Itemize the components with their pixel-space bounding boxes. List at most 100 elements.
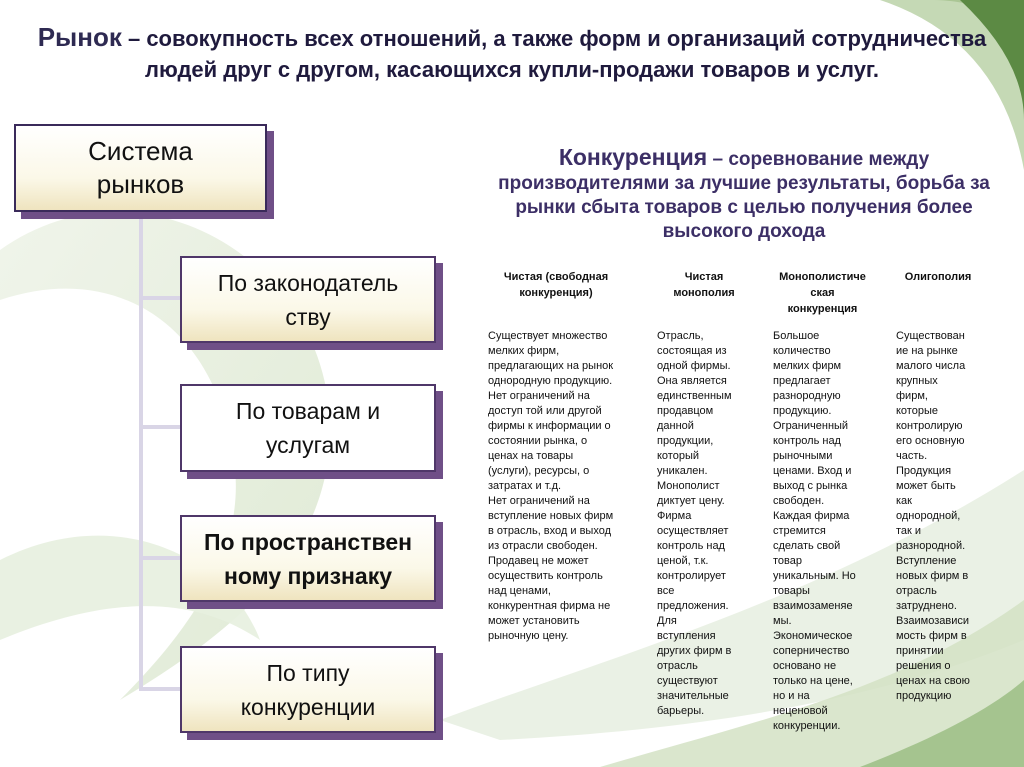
text-line: предлагающих на рынок	[488, 360, 614, 372]
text-line: Монополист	[657, 480, 720, 492]
by-competition-box: По типу конкуренции	[180, 646, 436, 733]
text-line: стремится	[773, 525, 826, 537]
text-line: диктует цену.	[657, 495, 725, 507]
market-definition: – совокупность всех отношений, а также ф…	[121, 26, 987, 82]
text-line: разнородной.	[896, 540, 966, 552]
text-line: конкурентная фирма не	[488, 600, 611, 612]
text-line: часть.	[896, 450, 928, 462]
text-line: ценах на свою	[896, 675, 970, 687]
header-line: монополия	[673, 287, 735, 299]
text-line: Нет ограничений на	[488, 390, 590, 402]
text-line: данной	[657, 420, 694, 432]
text-line: контролирует	[657, 570, 726, 582]
text-line: фирмы к информации о	[488, 420, 611, 432]
text-line: отрасль	[657, 660, 698, 672]
text-line: которые	[896, 405, 938, 417]
text-line: над ценами,	[488, 585, 551, 597]
text-line: конкуренции.	[773, 720, 841, 732]
text-line: Продукция	[896, 465, 952, 477]
text-line: сделать свой	[773, 540, 841, 552]
text-line: вступления	[657, 630, 716, 642]
text-line: количество	[773, 345, 831, 357]
market-system-line-2: рынков	[96, 169, 185, 199]
text-line: так и	[896, 525, 922, 537]
text-line: Продавец не может	[488, 555, 589, 567]
competition-definition: Конкуренция – соревнование между произво…	[484, 145, 1004, 244]
text-line: предложения.	[657, 600, 729, 612]
pure-monopoly-description: Отрасль, состоящая из одной фирмы. Она я…	[657, 329, 767, 719]
tree-trunk-line	[139, 212, 143, 690]
text-line: Экономическое	[773, 630, 853, 642]
text-line: мелких фирм,	[488, 345, 560, 357]
text-line: решения о	[896, 660, 951, 672]
header-line: Олигополия	[904, 271, 972, 283]
text-line: продукцию	[896, 690, 952, 702]
text-line: Для	[657, 615, 677, 627]
by-spatial-line-2: ному признаку	[223, 562, 393, 589]
text-line: контроль над	[657, 540, 725, 552]
header-perfect-competition: Чистая (свободная конкуренция)	[478, 269, 634, 301]
by-competition-line-2: конкуренции	[240, 693, 376, 720]
text-line: контролирую	[896, 420, 963, 432]
market-system-box: Система рынков	[14, 124, 267, 212]
text-line: может установить	[488, 615, 580, 627]
text-line: товар	[773, 555, 802, 567]
text-line: ценой, т.к.	[657, 555, 709, 567]
text-line: состоянии рынка, о	[488, 435, 588, 447]
text-line: принятии	[896, 645, 944, 657]
text-line: взаимозаменяе	[773, 600, 853, 612]
text-line: может быть	[896, 480, 956, 492]
text-line: разнородную	[773, 390, 841, 402]
text-line: вступление новых фирм	[488, 510, 614, 522]
monopolistic-competition-description: Большое количество мелких фирм предлагае…	[773, 329, 888, 734]
text-line: который	[657, 450, 700, 462]
header-line: ская	[810, 287, 835, 299]
text-line: предлагает	[773, 375, 831, 387]
text-line: Вступление	[896, 555, 957, 567]
text-line: единственным	[657, 390, 732, 402]
text-line: ценами. Вход и	[773, 465, 852, 477]
text-line: соперничество	[773, 645, 850, 657]
text-line: состоящая из	[657, 345, 727, 357]
text-line: барьеры.	[657, 705, 705, 717]
market-system-line-1: Система	[88, 136, 193, 166]
text-line: мы.	[773, 615, 792, 627]
text-line: других фирм в	[657, 645, 732, 657]
competition-term: Конкуренция	[558, 144, 708, 170]
by-goods-box: По товарам и услугам	[180, 384, 436, 472]
market-term: Рынок	[37, 22, 122, 52]
text-line: Она является	[657, 375, 727, 387]
text-line: все	[657, 585, 675, 597]
text-line: ценах на товары	[488, 450, 574, 462]
text-line: в отрасль, вход и выход	[488, 525, 612, 537]
header-line: Чистая (свободная	[503, 271, 609, 283]
text-line: продавцом	[657, 405, 714, 417]
perfect-competition-description: Существует множество мелких фирм, предла…	[488, 329, 644, 644]
by-goods-line-2: услугам	[265, 432, 351, 458]
text-line: рыночную цену.	[488, 630, 569, 642]
text-line: Ограниченный	[773, 420, 849, 432]
text-line: Отрасль,	[657, 330, 704, 342]
text-line: Фирма	[657, 510, 692, 522]
text-line: существуют	[657, 675, 718, 687]
by-legislation-line-2: ству	[285, 303, 331, 330]
text-line: доступ той или другой	[488, 405, 602, 417]
text-line: Большое	[773, 330, 820, 342]
oligopoly-description: Существован ие на рынке малого числа кру…	[896, 329, 1001, 704]
text-line: из отрасли свободен.	[488, 540, 598, 552]
tree-branch-space	[139, 556, 180, 560]
competition-definition-text: – соревнование между производителями за …	[498, 149, 990, 242]
text-line: свободен.	[773, 495, 825, 507]
text-line: отрасль	[896, 585, 937, 597]
text-line: Нет ограничений на	[488, 495, 590, 507]
text-line: Каждая фирма	[773, 510, 850, 522]
header-monopolistic-competition: Монополистиче ская конкуренция	[765, 269, 880, 317]
text-line: затруднено.	[896, 600, 957, 612]
text-line: неценовой	[773, 705, 828, 717]
by-spatial-box: По пространствен ному признаку	[180, 515, 436, 602]
text-line: мелких фирм	[773, 360, 842, 372]
tree-branch-goods	[139, 425, 180, 429]
text-line: однородной,	[896, 510, 961, 522]
header-pure-monopoly: Чистая монополия	[648, 269, 760, 301]
text-line: уникален.	[657, 465, 708, 477]
